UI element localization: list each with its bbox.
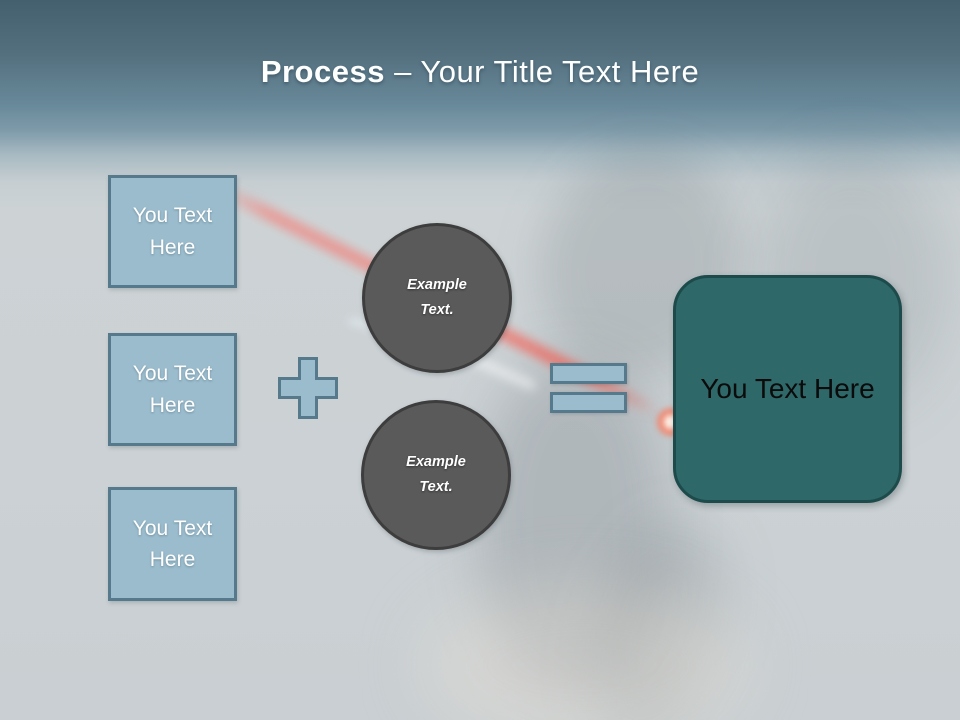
background-smudge (478, 360, 668, 690)
example-circle-1-label: Example Text. (407, 277, 467, 318)
input-box-1: You Text Here (108, 175, 237, 288)
input-box-1-label: You Text Here (132, 204, 213, 259)
background-highlight (420, 580, 750, 720)
input-box-3-label: You Text Here (132, 516, 213, 572)
input-box-3: You Text Here (108, 487, 237, 601)
page-title: Process – Your Title Text Here (0, 54, 960, 90)
result-box: You Text Here (673, 275, 902, 503)
equals-bar-bottom (550, 392, 627, 413)
equals-icon (550, 363, 627, 413)
page-title-regular: – Your Title Text Here (394, 54, 700, 89)
example-circle-2: Example Text. (361, 400, 511, 550)
page-title-bold: Process (260, 54, 385, 89)
equals-bar-top (550, 363, 627, 384)
example-circle-1: Example Text. (362, 223, 512, 373)
input-box-2: You Text Here (108, 333, 237, 446)
result-box-label: You Text Here (700, 373, 875, 404)
plus-icon (278, 357, 338, 419)
input-box-2-label: You Text Here (132, 362, 213, 417)
example-circle-2-label: Example Text. (406, 454, 466, 495)
